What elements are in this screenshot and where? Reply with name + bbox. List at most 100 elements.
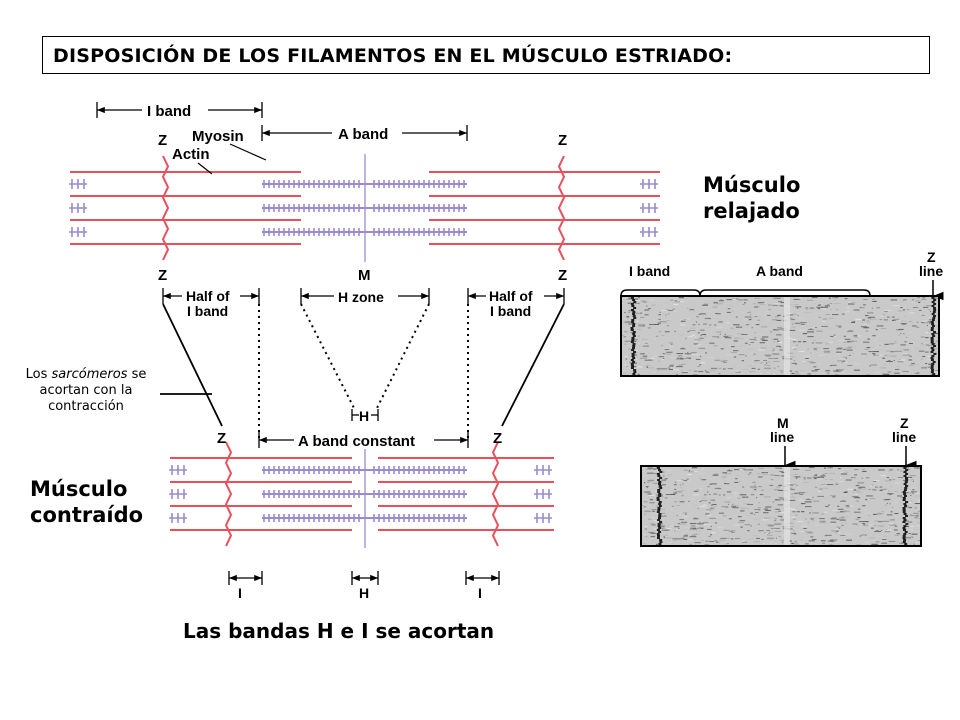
micrograph-grain	[718, 321, 723, 323]
micrograph-grain	[856, 524, 859, 526]
micrograph-z-line	[632, 323, 636, 325]
micrograph-grain	[761, 472, 769, 474]
micrograph-grain	[775, 527, 780, 529]
micrograph-grain	[810, 328, 812, 330]
micrograph-grain	[701, 479, 707, 481]
micrograph-grain	[777, 515, 782, 517]
micrograph-grain	[823, 348, 830, 350]
micrograph-grain	[671, 542, 674, 544]
micrograph-grain	[770, 331, 773, 333]
micrograph-grain	[836, 348, 843, 350]
micrograph-grain	[845, 357, 847, 359]
micrograph-grain	[805, 506, 812, 508]
micrograph-grain	[700, 334, 703, 336]
micrograph-grain	[861, 307, 865, 309]
micrograph-grain	[777, 314, 781, 316]
micrograph-z-line	[903, 519, 907, 521]
micrograph-grain	[866, 312, 874, 314]
micrograph-grain	[793, 360, 796, 362]
micrograph-grain	[877, 361, 884, 363]
micrograph-grain	[822, 515, 824, 517]
micrograph-grain	[747, 312, 749, 314]
micrograph-grain	[818, 491, 821, 493]
micrograph-grain	[813, 348, 817, 350]
micrograph-grain	[823, 497, 830, 499]
micrograph-grain	[737, 516, 742, 518]
micrograph-grain	[874, 530, 882, 532]
micrograph-grain	[669, 525, 674, 527]
micrograph-grain	[810, 352, 812, 354]
micrograph-grain	[829, 365, 832, 367]
micrograph-grain	[628, 297, 634, 299]
micrograph-grain	[861, 477, 863, 479]
micrograph-grain	[906, 467, 909, 469]
micrograph-grain	[789, 317, 792, 319]
micrograph-grain	[719, 470, 724, 472]
micrograph-grain	[872, 335, 876, 337]
micrograph-z-line	[658, 517, 662, 519]
micrograph-grain	[710, 507, 715, 509]
micrograph-grain	[888, 470, 891, 472]
micrograph-grain	[683, 535, 688, 537]
h-zone-dimension: H zone	[300, 288, 430, 305]
micrograph-grain	[817, 337, 822, 339]
micrograph-grain	[714, 359, 721, 361]
micrograph-grain	[707, 356, 715, 358]
micrograph-grain	[754, 360, 760, 362]
micrograph-grain	[794, 533, 797, 535]
micrograph-grain	[780, 331, 787, 333]
micrograph-grain	[704, 366, 706, 368]
micrograph-grain	[880, 506, 884, 508]
micro-a-band-label: A band	[756, 263, 803, 279]
micrograph-grain	[708, 535, 711, 537]
micrograph-grain	[624, 321, 631, 323]
micrograph-grain	[802, 481, 809, 483]
micrograph-grain	[661, 345, 663, 347]
micrograph-grain	[760, 338, 765, 340]
micrograph-grain	[779, 471, 784, 473]
micrograph-grain	[855, 318, 862, 320]
micrograph-grain	[721, 476, 727, 478]
micrograph-grain	[644, 342, 648, 344]
micrograph-grain	[825, 343, 829, 345]
micrograph-grain	[874, 339, 878, 341]
micrograph-grain	[845, 475, 851, 477]
micrograph-grain	[797, 298, 801, 300]
micrograph-grain	[689, 309, 695, 311]
micrograph-grain	[884, 364, 886, 366]
micrograph-grain	[908, 504, 912, 506]
micrograph-grain	[803, 477, 806, 479]
micrograph-grain	[818, 525, 823, 527]
micrograph-grain	[933, 329, 936, 331]
micrograph-grain	[913, 543, 915, 545]
micrograph-grain	[905, 492, 911, 494]
micrograph-z-line	[632, 357, 636, 359]
micrograph-grain	[652, 539, 657, 541]
micrograph-grain	[691, 498, 695, 500]
micrograph-grain	[879, 344, 881, 346]
micrograph-grain	[905, 336, 908, 338]
micrograph-grain	[817, 363, 821, 365]
micrograph-grain	[625, 323, 627, 325]
micrograph-grain	[822, 474, 825, 476]
micrograph-grain	[897, 495, 902, 497]
micrograph-grain	[927, 345, 934, 347]
micrograph-grain	[849, 324, 856, 326]
micrograph-grain	[814, 478, 817, 480]
micrograph-grain	[931, 310, 934, 312]
micrograph-grain	[749, 314, 752, 316]
micrograph-grain	[850, 301, 856, 303]
micrograph-grain	[852, 305, 859, 307]
micrograph-m-line	[784, 467, 790, 545]
micrograph-grain	[791, 517, 796, 519]
micrograph-grain	[637, 335, 640, 337]
micrograph-grain	[676, 515, 678, 517]
micrograph-grain	[674, 501, 678, 503]
micrograph-grain	[883, 314, 885, 316]
micrograph-grain	[772, 353, 780, 355]
micrograph-grain	[819, 303, 821, 305]
micrograph-grain	[726, 299, 732, 301]
micrograph-grain	[921, 320, 927, 322]
micrograph-grain	[833, 297, 839, 299]
micrograph-grain	[888, 362, 893, 364]
